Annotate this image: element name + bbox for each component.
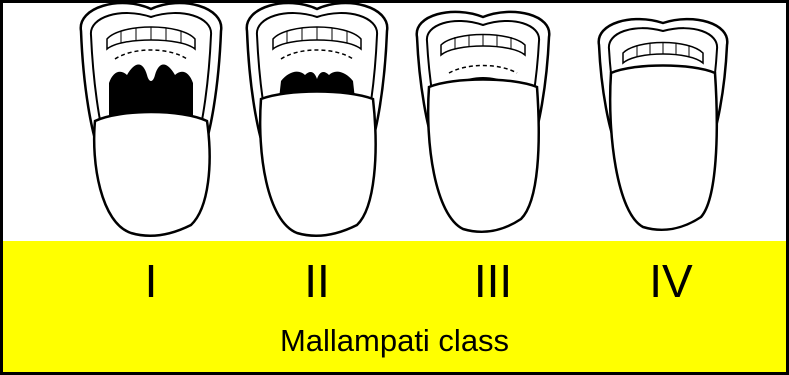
tongue bbox=[94, 112, 209, 236]
mouth-class-1 bbox=[81, 3, 222, 236]
label-band: I II III IV Mallampati class bbox=[3, 241, 786, 372]
mouth-class-3 bbox=[417, 12, 550, 232]
class-numeral-4: IV bbox=[611, 255, 731, 307]
mouth-class-2 bbox=[247, 3, 388, 236]
mouth-illustrations bbox=[3, 3, 786, 241]
mouth-class-4 bbox=[599, 19, 728, 230]
tongue bbox=[260, 92, 375, 236]
class-numeral-2: II bbox=[257, 255, 377, 307]
tongue bbox=[428, 80, 539, 232]
tongue bbox=[610, 66, 717, 230]
class-numeral-1: I bbox=[91, 255, 211, 307]
class-numeral-3: III bbox=[433, 255, 553, 307]
figure-caption: Mallampati class bbox=[3, 323, 786, 359]
